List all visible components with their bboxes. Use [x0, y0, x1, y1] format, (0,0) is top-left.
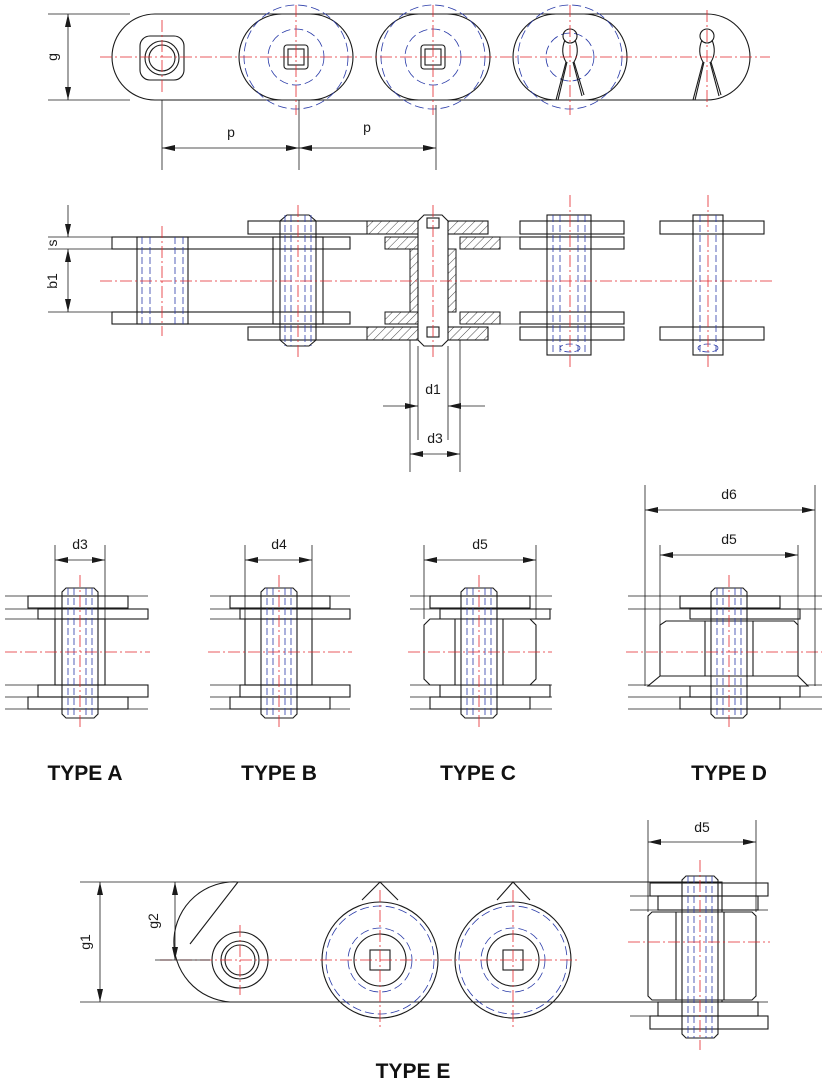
label-d3-main: d3 [427, 430, 443, 446]
label-d4: d4 [271, 536, 287, 552]
label-p-2: p [363, 119, 371, 135]
dimension-g1-g2: g1 g2 [77, 881, 238, 1003]
dimension-d1-d3: d1 d3 [383, 340, 485, 472]
type-e-side-view [160, 881, 723, 1030]
type-c-detail: d5 [408, 536, 552, 730]
label-s: s [44, 240, 60, 247]
label-d5-type-e: d5 [694, 819, 710, 835]
title-type-a: TYPE A [47, 762, 122, 785]
label-g1: g1 [77, 934, 93, 950]
title-type-e: TYPE E [376, 1060, 451, 1082]
type-e-detail: d5 [628, 819, 770, 1050]
link-plan-view [100, 195, 775, 370]
title-type-b: TYPE B [241, 762, 317, 785]
label-d1: d1 [425, 381, 441, 397]
title-type-c: TYPE C [440, 762, 516, 785]
link-side-view [100, 4, 770, 115]
label-d5-type-d: d5 [721, 531, 737, 547]
pin-cotter-5 [692, 28, 722, 101]
label-d5-type-c: d5 [472, 536, 488, 552]
title-type-d: TYPE D [691, 762, 767, 785]
dimension-s-b1: s b1 [44, 205, 112, 313]
type-d-detail: d5 d6 [626, 485, 822, 730]
type-a-detail: d3 [5, 536, 150, 730]
label-d3-type-a: d3 [72, 536, 88, 552]
label-d6: d6 [721, 486, 737, 502]
label-g: g [44, 53, 60, 61]
link-separators [238, 13, 628, 101]
label-p-1: p [227, 124, 235, 140]
label-b1: b1 [44, 273, 60, 289]
label-g2: g2 [145, 913, 161, 929]
dimension-g: g [44, 13, 130, 101]
type-b-detail: d4 [208, 536, 352, 730]
dimension-p: p p [161, 100, 437, 170]
